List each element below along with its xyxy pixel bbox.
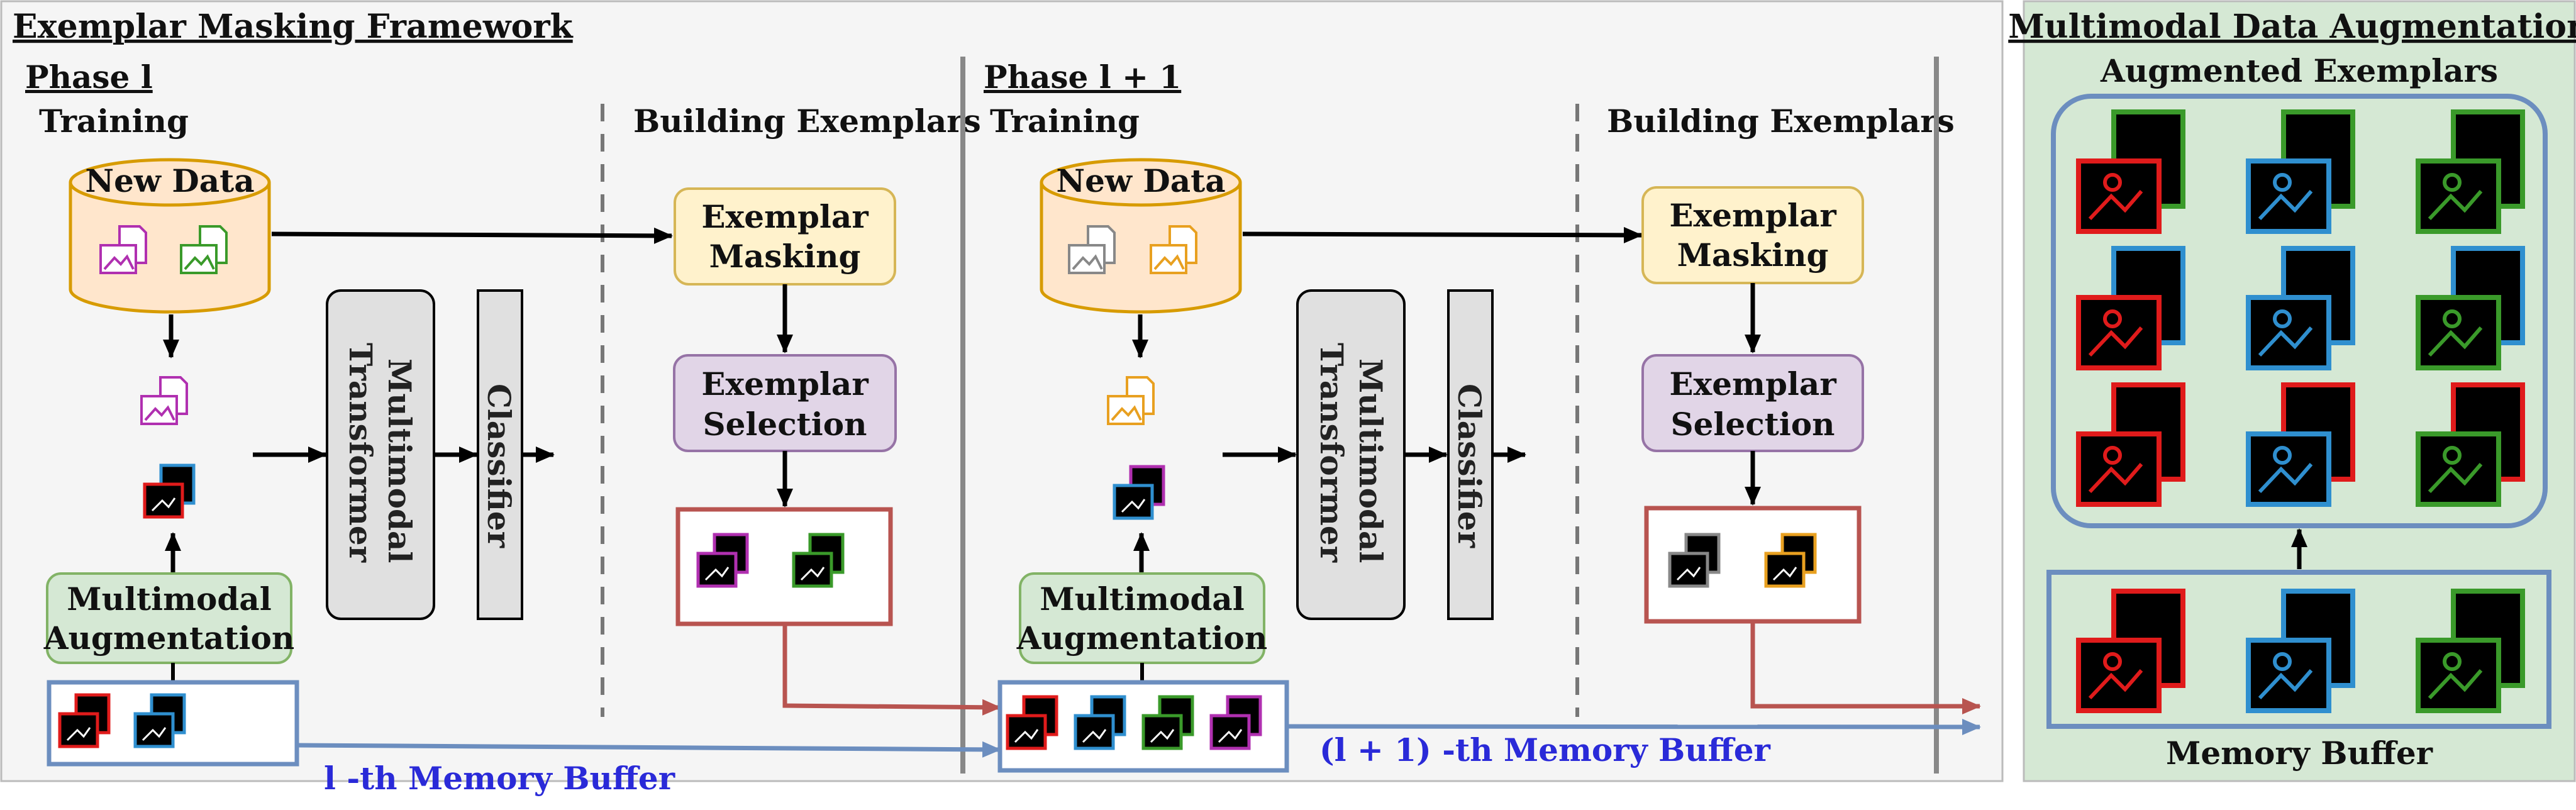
aug-icon-r3c2 (2246, 382, 2355, 507)
mem-l1-icon-red (1006, 695, 1058, 750)
arrow-newdata-to-masking-2 (1242, 226, 1643, 243)
aug1-line2: Augmentation (43, 619, 294, 657)
aug-icon-r1c2 (2246, 109, 2355, 234)
augmented-grid (2076, 109, 2525, 507)
image-text-icon-orange (1150, 225, 1197, 274)
arrow-exemplars-out-2 (1750, 621, 1981, 714)
memory-buffer-label: Memory Buffer (2166, 735, 2433, 772)
sel1-icon-green (792, 533, 845, 588)
mem-icon-blue (2246, 589, 2355, 713)
aug2-line2: Augmentation (1016, 619, 1267, 657)
classifier1-label: Classifier (480, 384, 518, 548)
arrow-exemplars-to-memory-l1 (782, 624, 1001, 716)
transformer2-line2: Transformer (1313, 343, 1350, 563)
framework-title: Exemplar Masking Framework (13, 8, 574, 46)
new-data-label-1: New Data (85, 162, 254, 199)
phase-l-label: Phase l (25, 58, 153, 96)
mem-l1-icon-purple (1209, 695, 1262, 750)
input-icon-masked-1 (143, 463, 196, 519)
arrow-memory-l-to-l1 (296, 741, 1001, 758)
input-icon-purple (140, 376, 188, 425)
classifier2-label: Classifier (1451, 384, 1488, 548)
augmented-exemplars-label: Augmented Exemplars (2100, 52, 2498, 89)
mem-icon-red (2076, 589, 2185, 713)
aug-icon-r2c2 (2246, 246, 2355, 370)
input-icon-orange (1107, 376, 1155, 425)
aug2-line1: Multimodal (1040, 580, 1244, 618)
selection1-line1: Exemplar (701, 365, 869, 402)
building-label-2: Building Exemplars (1607, 103, 1955, 140)
image-text-icon-purple (99, 225, 147, 274)
aug1-line1: Multimodal (67, 580, 271, 618)
aug-icon-r3c3 (2416, 382, 2525, 507)
arrow-memory-l1-out (1286, 718, 1981, 735)
mem-l-icon-blue (133, 693, 186, 748)
image-text-icon-gray (1068, 225, 1116, 274)
transformer1-line1: Multimodal (381, 358, 418, 563)
building-label-1: Building Exemplars (633, 103, 981, 140)
sel1-icon-purple (696, 533, 749, 588)
selection2-line1: Exemplar (1669, 365, 1836, 402)
new-data-cylinder-2: New Data (1040, 158, 1242, 314)
transformer1-line2: Transformer (342, 343, 379, 563)
aug-icon-r3c1 (2076, 382, 2185, 507)
masking2-line2: Masking (1677, 236, 1829, 274)
training-label-1: Training (39, 103, 189, 140)
arrow-newdata-to-masking-1 (271, 227, 673, 244)
memory-l1-label: (l + 1) -th Memory Buffer (1319, 731, 1771, 768)
memory-l-label: l -th Memory Buffer (324, 760, 675, 797)
aug-icon-r1c3 (2416, 109, 2525, 234)
image-text-icon-green (180, 225, 228, 274)
selection1-line2: Selection (703, 406, 867, 443)
transformer2-line1: Multimodal (1352, 358, 1389, 563)
new-data-label-2: New Data (1056, 162, 1225, 199)
aug-icon-r2c1 (2076, 246, 2185, 370)
new-data-cylinder-1: New Data (69, 158, 271, 314)
mem-l1-icon-green (1141, 695, 1194, 750)
masking1-line1: Exemplar (701, 198, 869, 235)
mem-l1-icon-blue (1074, 695, 1126, 750)
mem-l-icon-red (58, 693, 111, 748)
mem-icon-green (2416, 589, 2525, 713)
aug-icon-r2c3 (2416, 246, 2525, 370)
multimodal-augmentation-box-1 (46, 572, 292, 664)
sel2-icon-gray (1668, 533, 1721, 588)
sel2-icon-orange (1764, 533, 1817, 588)
aug-icon-r1c1 (2076, 109, 2185, 234)
phase-l1-label: Phase l + 1 (984, 58, 1181, 96)
training-label-2: Training (990, 103, 1140, 140)
augmentation-title: Multimodal Data Augmentation (2008, 8, 2576, 46)
masking2-line1: Exemplar (1669, 197, 1836, 234)
masking1-line2: Masking (709, 238, 861, 275)
selection2-line2: Selection (1671, 406, 1835, 443)
input-icon-masked-2 (1113, 465, 1165, 520)
